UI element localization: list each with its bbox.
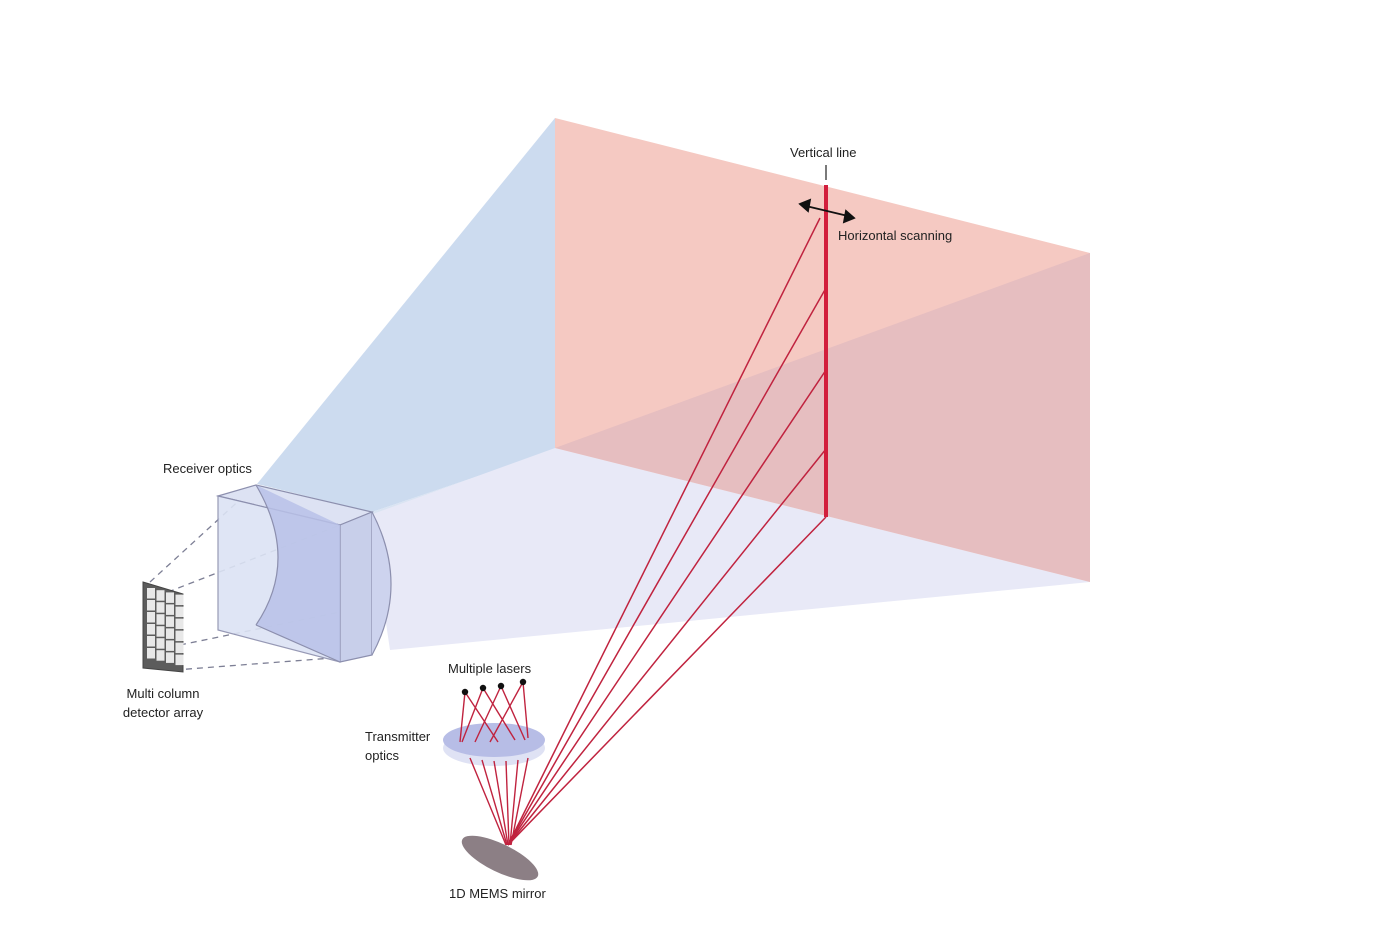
- detector-cell: [156, 602, 165, 613]
- lens-to-mirror-beams: [469, 757, 529, 846]
- detector-cell: [166, 592, 174, 603]
- transmitter-optics-label-line2: optics: [365, 748, 399, 763]
- detector-cell: [166, 616, 174, 627]
- detector-cell: [175, 630, 184, 642]
- detector-cell: [147, 600, 155, 611]
- multiple-lasers-label: Multiple lasers: [448, 661, 532, 676]
- detector-cell: [175, 606, 184, 618]
- mems-mirror-label: 1D MEMS mirror: [449, 886, 546, 901]
- detector-cell: [175, 618, 184, 630]
- detector-cell: [175, 654, 184, 666]
- detector-cell: [147, 636, 155, 647]
- detector-cell: [156, 626, 165, 637]
- detector-cell: [175, 594, 184, 606]
- detector-cells: [147, 588, 184, 666]
- vertical-line-label: Vertical line: [790, 145, 856, 160]
- detector-cell: [156, 650, 165, 661]
- transmitter-optics-label-line1: Transmitter: [365, 729, 431, 744]
- transmitter-optics: [443, 723, 545, 766]
- laser-emitters: [461, 678, 527, 696]
- detector-cell: [147, 588, 155, 599]
- detector-cell: [156, 638, 165, 649]
- detector-cell: [166, 652, 174, 663]
- horizontal-scanning-label: Horizontal scanning: [838, 228, 952, 243]
- outgoing-beams: [507, 217, 827, 846]
- detector-cell: [166, 604, 174, 615]
- detector-array: [142, 581, 184, 673]
- detector-array-label-line1: Multi column: [127, 686, 200, 701]
- receiver-optics-label: Receiver optics: [163, 461, 252, 476]
- detector-cell: [166, 628, 174, 639]
- detector-cell: [156, 590, 165, 601]
- mems-mirror: [461, 835, 539, 881]
- detector-array-label-line2: detector array: [123, 705, 204, 720]
- detector-cell: [147, 612, 155, 623]
- scan-plane-shade: [555, 253, 1090, 582]
- detector-cell: [156, 614, 165, 625]
- receiver-fov-upper: [257, 118, 555, 512]
- receiver-optics: [215, 484, 392, 663]
- detector-cell: [147, 624, 155, 635]
- floor-plane: [370, 448, 1090, 650]
- detector-cell: [175, 642, 184, 654]
- emitter-beams: [459, 681, 529, 743]
- horizontal-scanning-arrow: [798, 198, 856, 224]
- detector-cell: [166, 640, 174, 651]
- detector-cell: [147, 648, 155, 659]
